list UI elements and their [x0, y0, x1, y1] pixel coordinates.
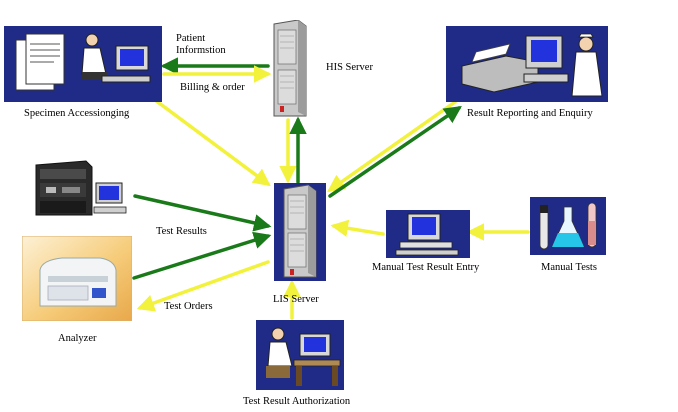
analyzer-machine-icon — [22, 236, 132, 321]
arrow-test-orders — [136, 260, 270, 312]
arrow-lis-to-reporting — [328, 106, 462, 198]
arrow-instrument-results — [133, 194, 272, 232]
result-reporting-label: Result Reporting and Enquiry — [467, 108, 593, 119]
his-server-label: HIS Server — [326, 62, 373, 73]
clerk-at-computer-icon — [4, 26, 162, 102]
lis-server-label: LIS Server — [273, 294, 319, 305]
patient-information-label: Patient Informstion — [176, 33, 226, 56]
server-tower-icon — [270, 20, 310, 118]
lab-instrument-icon — [32, 157, 128, 219]
arrow-manual-entry-to-lis — [330, 219, 385, 237]
manual-entry-label: Manual Test Result Entry — [372, 262, 480, 273]
manual-tests-label: Manual Tests — [541, 262, 597, 273]
test-orders-label: Test Orders — [164, 301, 213, 312]
test-results-label: Test Results — [156, 226, 207, 237]
authorization-label: Test Result Authorization — [243, 396, 351, 407]
person-at-desk-icon — [256, 320, 344, 390]
nurse-with-printer-icon — [446, 26, 608, 102]
analyzer-label: Analyzer — [58, 333, 97, 344]
arrow-specimen-to-lis — [153, 98, 271, 187]
server-tower-icon — [274, 183, 326, 281]
test-tubes-flask-icon — [530, 197, 606, 255]
computer-workstation-icon — [386, 210, 470, 258]
arrow-analyzer-results — [132, 231, 272, 280]
arrow-reporting-to-lis — [327, 100, 457, 193]
specimen-accessioning-label: Specimen Accessionging — [24, 108, 130, 119]
billing-order-label: Billing & order — [180, 82, 245, 93]
